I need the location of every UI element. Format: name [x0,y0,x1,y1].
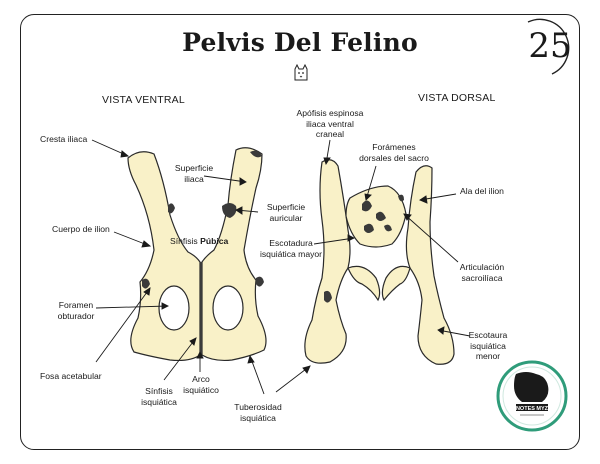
label-foramen-obturador-line2: obturador [57,310,95,321]
label-sinfisis-pubica: Sínfisis Púbica [170,236,228,247]
leader-arrows [91,139,471,395]
dorsal-right-ilium [405,165,455,365]
label-escotaura-menor-line1: Escotaura [468,330,508,340]
label-foramenes-line2: dorsales del sacro [359,152,429,163]
label-sinfisis-pubica-word1: Sínfisis [170,236,198,246]
label-fosa-acetabular: Fosa acetabular [40,371,102,381]
label-superficie-auricular-line1: Superficie [266,202,306,212]
label-apofisis-line1: Apófisis espinosa [296,108,364,118]
ventral-view-heading: VISTA VENTRAL [102,94,185,106]
label-escotaura-isquiatica-menor: Escotaura isquiática menor [460,330,516,362]
label-sinfisis-isquiatica-line1: Sínfisis [145,386,173,396]
label-foramenes-dorsales: Forámenes dorsales del sacro [352,142,436,163]
label-foramen-obturador: Foramen obturador [46,300,106,321]
label-articulacion-line1: Articulación [459,262,505,272]
label-cuerpo-ilion: Cuerpo de ilion [52,224,110,234]
dorsal-pelvis [304,159,455,365]
label-foramenes-line1: Forámenes [372,142,416,152]
label-tuberosidad-line2: isquiática [240,412,276,423]
sheet-frame [20,14,580,450]
label-arco-isquiatico: Arco isquiático [176,374,226,395]
label-escotadura-isquiatica-mayor: Escotadura isquiática mayor [254,238,328,259]
label-escotadura-mayor-line2: isquiática mayor [259,248,323,259]
label-foramen-obturador-line1: Foramen [58,300,94,310]
label-superficie-auricular: Superficie auricular [256,202,316,223]
dorsal-dark-marks [324,194,404,303]
label-apofisis-espinosa: Apófisis espinosa iliaca ventral craneal [290,108,370,140]
page-number: 25 [528,26,572,66]
label-sinfisis-pubica-word2: Púbica [200,236,229,246]
label-apofisis-line2: iliaca ventral [306,118,354,129]
label-ala-ilion: Ala del ilion [460,186,504,196]
label-apofisis-line3: craneal [315,129,345,139]
label-sinfisis-isquiatica-line2: isquiática [141,396,177,407]
label-tuberosidad-line1: Tuberosidad [234,402,282,412]
label-articulacion-line2: sacroilíaca [461,272,503,283]
label-articulacion-sacroiliaca: Articulación sacroilíaca [452,262,512,283]
label-tuberosidad-isquiatica: Tuberosidad isquiática [226,402,290,423]
label-escotaura-menor-line2: isquiática [470,340,506,351]
label-superficie-iliaca: Superficie iliaca [164,163,224,184]
ventral-right-obturator-foramen [212,285,244,331]
label-arco-isquiatico-line1: Arco [192,374,210,384]
dorsal-ischial-arch [347,265,381,302]
label-superficie-iliaca-line2: iliaca [184,173,204,184]
label-superficie-iliaca-line1: Superficie [174,163,214,173]
label-escotaura-menor-line3: menor [475,351,501,361]
cat-face-icon [294,63,308,81]
ventral-left-obturator-foramen [158,285,190,331]
label-superficie-auricular-line2: auricular [269,212,303,223]
ventral-pelvis [127,147,267,362]
label-cresta-iliaca: Cresta iliaca [40,134,88,144]
label-arco-isquiatico-line2: isquiático [183,384,219,395]
page-title: Pelvis Del Felino [182,28,418,57]
label-sinfisis-isquiatica: Sínfisis isquiática [134,386,184,407]
logo-text: NOTES MYZ [516,406,549,412]
dorsal-view-heading: VISTA DORSAL [418,92,496,104]
ventral-dark-marks [142,150,264,289]
label-escotadura-mayor-line1: Escotadura [269,238,313,248]
notes-myz-logo: NOTES MYZ [496,360,568,432]
dorsal-left-ilium [304,159,351,364]
